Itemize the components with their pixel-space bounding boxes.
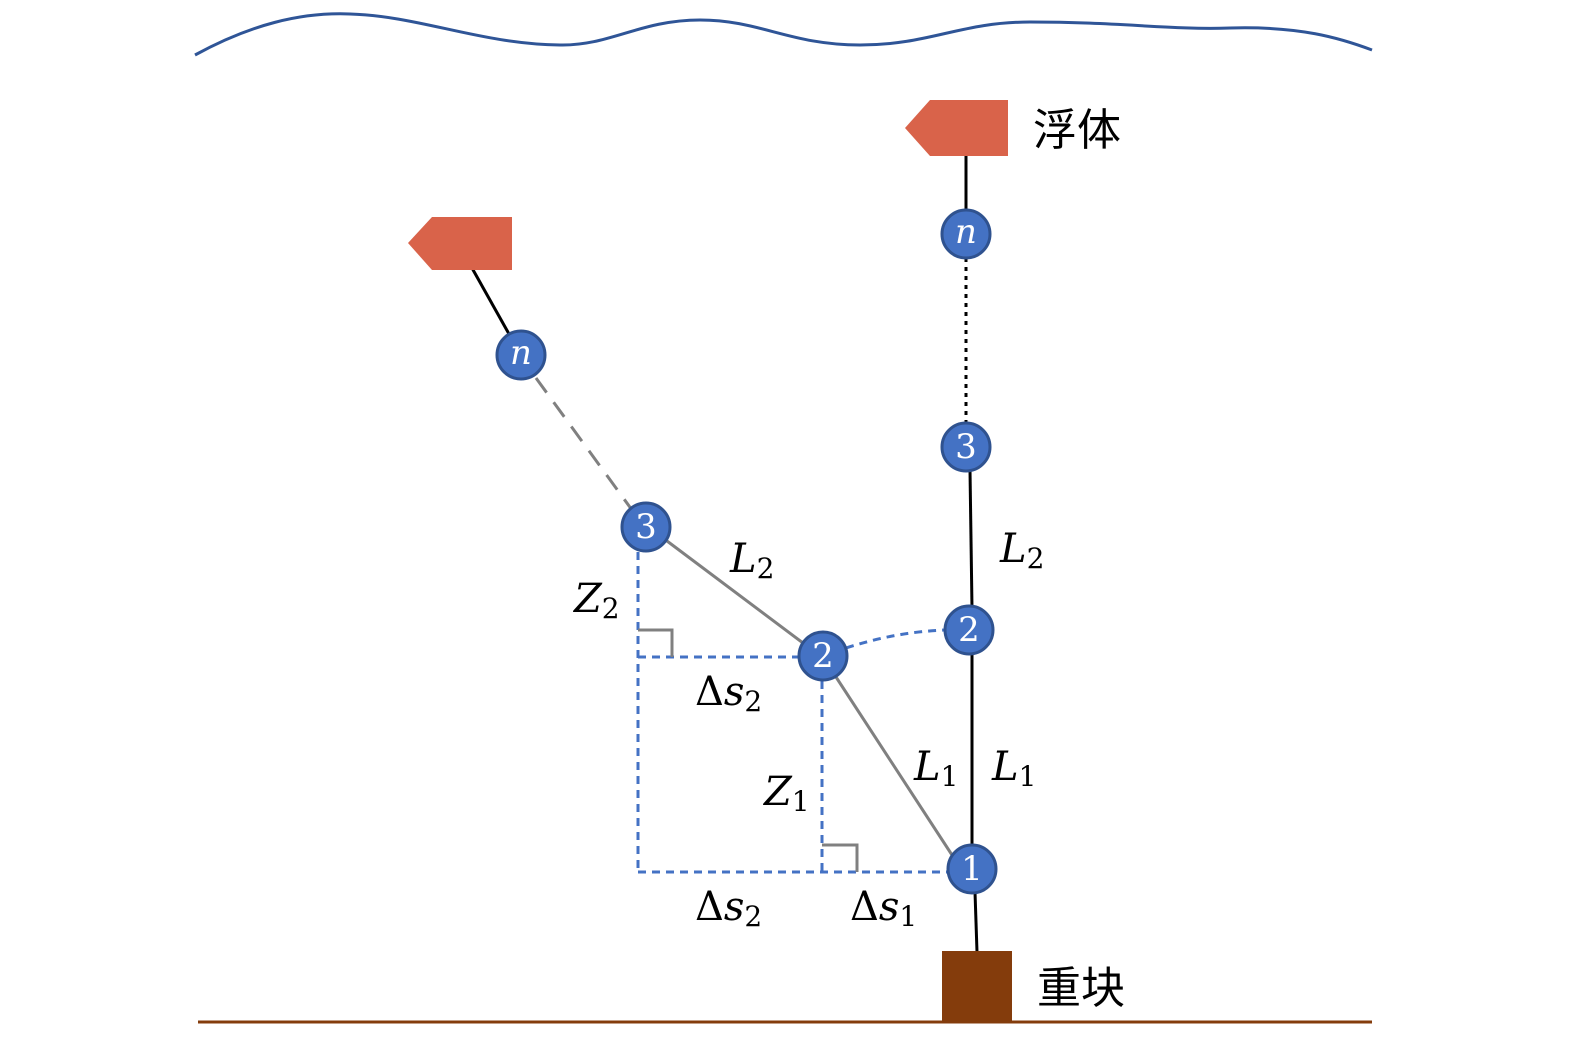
label-Z1: Z1 <box>762 769 810 818</box>
label-delta-s2-upper: Δs2 <box>695 669 762 718</box>
left-node-2: 2 <box>797 630 849 682</box>
right-node-1: 1 <box>946 843 998 895</box>
water-surface <box>194 12 1373 57</box>
left-label-L2: L2 <box>729 536 774 585</box>
right-float <box>905 100 1008 156</box>
svg-text:n: n <box>955 212 977 252</box>
label-delta-s1: Δs1 <box>850 884 917 933</box>
right-angle-marker <box>822 843 859 872</box>
left-segment-L2 <box>666 539 804 645</box>
right-node-n: n <box>940 208 992 260</box>
svg-text:3: 3 <box>635 507 657 547</box>
svg-text:3: 3 <box>955 427 977 467</box>
float-label: 浮体 <box>1033 105 1121 156</box>
svg-text:2: 2 <box>958 610 980 650</box>
svg-text:2: 2 <box>812 636 834 676</box>
left-segment-L1 <box>834 676 954 856</box>
right-label-L2: L2 <box>999 526 1044 575</box>
displacement-arc <box>845 628 946 650</box>
label-delta-s2-lower: Δs2 <box>695 884 762 933</box>
weight-label: 重块 <box>1037 963 1125 1014</box>
left-node-n: n <box>495 329 547 381</box>
right-label-L1: L1 <box>991 744 1036 793</box>
svg-text:1: 1 <box>961 849 983 889</box>
label-Z2: Z2 <box>572 576 620 625</box>
right-segment-L2 <box>968 469 974 609</box>
left-label-L1: L1 <box>913 744 958 793</box>
right-angle-marker <box>638 628 674 657</box>
anchor-weight <box>942 951 1012 1021</box>
left-dashed-segment <box>534 377 634 511</box>
svg-text:n: n <box>510 333 532 373</box>
left-float-tether <box>470 267 511 335</box>
anchor-tether <box>973 891 979 953</box>
right-node-3: 3 <box>940 421 992 473</box>
left-float <box>408 217 512 270</box>
left-node-3: 3 <box>620 501 672 553</box>
right-node-2: 2 <box>943 604 995 656</box>
